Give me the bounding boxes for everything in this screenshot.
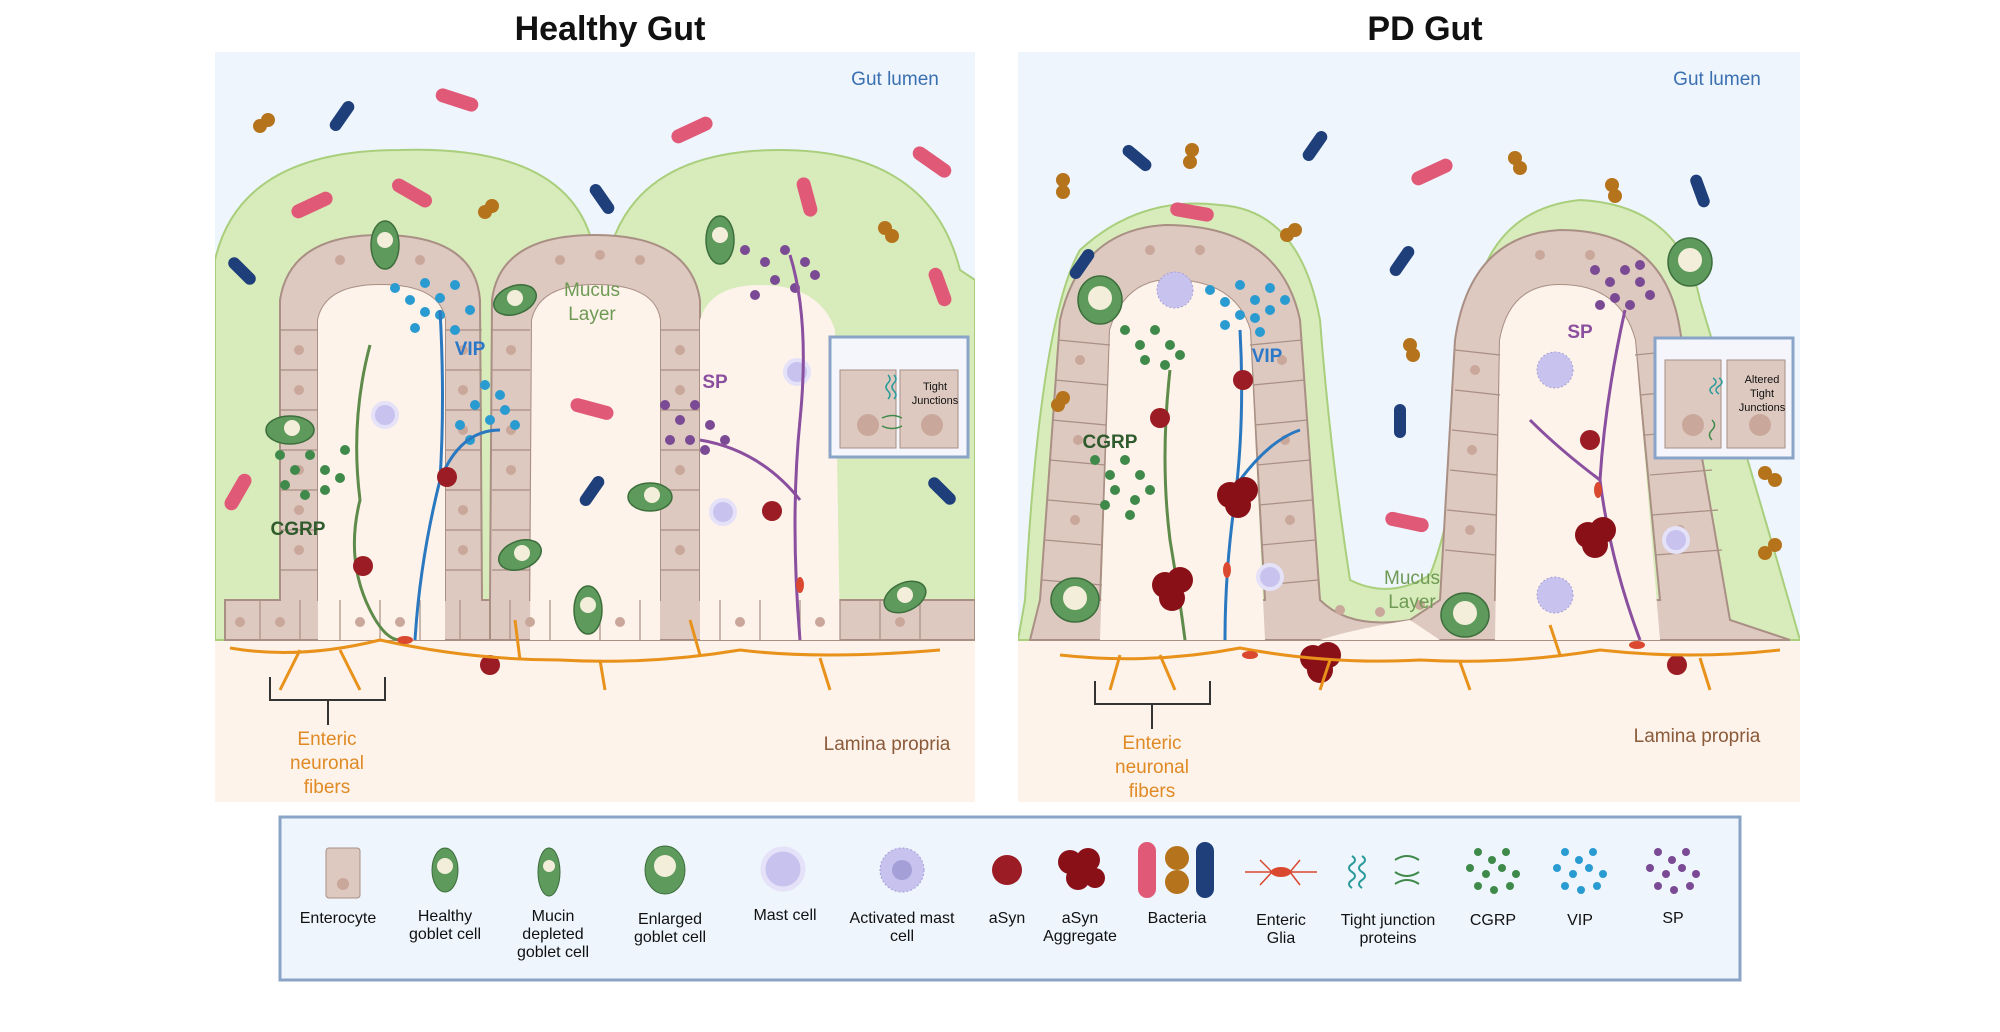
asyn-pd [1150, 370, 1687, 675]
inset-label-pd-1: Altered [1745, 374, 1780, 386]
legend-mucin-depleted-label-1: Mucin [532, 908, 575, 925]
legend-tight-junction-label-1: Tight junction [1341, 912, 1436, 929]
legend-enterocyte-label: Enterocyte [300, 910, 377, 927]
legend-healthy-goblet-icon [431, 847, 459, 893]
legend-vip-label: VIP [1567, 912, 1593, 929]
legend-tight-junction-label-2: proteins [1360, 930, 1417, 947]
lamina-inside-pd-left [1100, 280, 1265, 640]
enteric-fibers-bracket-pd [1094, 681, 1211, 729]
cgrp-dots-pd [1090, 325, 1185, 520]
legend-enterocyte-icon [325, 847, 361, 899]
legend-bacteria-icon [1138, 842, 1214, 898]
legend-cgrp-label: CGRP [1470, 912, 1516, 929]
enteric-fibers-label-2: neuronal [290, 753, 364, 774]
sp-dots-pd [1590, 260, 1655, 310]
enteric-fibers-label-3: fibers [304, 777, 350, 798]
pd-gut-title: PD Gut [1367, 10, 1482, 48]
legend-cgrp-icon [1466, 848, 1520, 894]
enteric-fibers-label-1: Enteric [297, 729, 356, 750]
lamina-inside-right-villus [530, 285, 660, 640]
lamina-propria-label: Lamina propria [824, 734, 951, 755]
vip-label: VIP [455, 339, 486, 360]
enteric-fibers-pd [1059, 624, 1781, 691]
legend-activated-mast-label-1: Activated mast [850, 910, 955, 927]
legend-asyn-icon [992, 855, 1022, 885]
asyn-healthy [353, 467, 782, 675]
inset-label-pd-3: Junctions [1739, 402, 1786, 414]
cgrp-label-pd: CGRP [1083, 432, 1138, 453]
healthy-gut-title: Healthy Gut [515, 10, 706, 48]
enteric-fibers-bracket [269, 677, 386, 725]
lamina-inside-far-right [700, 285, 840, 640]
legend-bacteria-label: Bacteria [1148, 910, 1207, 927]
inset-label-pd-2: Tight [1750, 388, 1774, 400]
legend-activated-mast-cell-icon [879, 847, 925, 893]
sp-label: SP [702, 372, 728, 393]
inset-label-1: Tight [923, 381, 947, 393]
vip-label-pd: VIP [1252, 346, 1283, 367]
legend-asyn-aggregate-label-1: aSyn [1062, 910, 1098, 927]
legend-mast-cell-label: Mast cell [753, 907, 816, 924]
legend-asyn-aggregate-label-2: Aggregate [1043, 928, 1117, 945]
goblet-cells-enlarged-pd [1050, 237, 1713, 638]
goblet-mucin-granules-pd [1063, 248, 1702, 625]
enteric-fibers-label-pd-1: Enteric [1122, 733, 1181, 754]
lamina-inside-left-villus [318, 285, 445, 640]
legend-mast-cell-icon [760, 846, 806, 892]
pd-gut-panel: PD Gut [1018, 10, 1800, 802]
lamina-between-pd [1320, 620, 1440, 640]
legend-mucin-depleted-label-2: depleted [522, 926, 583, 943]
lamina-propria-region [215, 640, 975, 802]
mucus-layer-label-pd-2: Layer [1388, 592, 1436, 613]
legend-activated-mast-label-2: cell [890, 928, 914, 945]
cgrp-dots-healthy [275, 445, 350, 500]
tight-junctions-inset: Tight Junctions [828, 335, 970, 459]
enteric-fibers-healthy [229, 619, 941, 691]
mucus-layer-label-2: Layer [568, 304, 616, 325]
gut-lumen-label-pd: Gut lumen [1673, 69, 1761, 90]
mucus-layer-label-pd-1: Mucus [1384, 568, 1440, 589]
legend-enlarged-goblet-icon [644, 845, 686, 895]
legend-mucin-depleted-goblet-icon [537, 847, 561, 897]
enterocyte-cells-healthy [259, 329, 921, 640]
legend-tight-junction-icon [1348, 855, 1420, 889]
altered-tight-junctions-inset: Altered Tight Junctions [1653, 336, 1795, 460]
legend-asyn-aggregate-icon [1058, 848, 1105, 890]
enteric-fibers-label-pd-3: fibers [1129, 781, 1175, 802]
legend-box [278, 815, 1742, 982]
legend-sp-label: SP [1662, 910, 1683, 927]
legend-healthy-goblet-label-2: goblet cell [409, 926, 481, 943]
vip-dots-pd [1205, 280, 1290, 337]
legend-enlarged-goblet-label-1: Enlarged [638, 911, 702, 928]
enteric-fibers-label-pd-2: neuronal [1115, 757, 1189, 778]
legend-enteric-glia-label-2: Glia [1267, 930, 1296, 947]
cgrp-label: CGRP [271, 519, 326, 540]
sp-dots-healthy [660, 245, 820, 455]
goblet-mucin-granules-healthy [284, 227, 913, 613]
legend-asyn-label: aSyn [989, 910, 1025, 927]
sp-label-pd: SP [1567, 322, 1593, 343]
asyn-aggregates-pd [1152, 477, 1616, 683]
lamina-propria-label-pd: Lamina propria [1634, 726, 1761, 747]
healthy-gut-panel: Healthy Gut [215, 10, 975, 802]
enteric-glia-pd [1223, 482, 1645, 659]
legend-healthy-goblet-label-1: Healthy [418, 908, 472, 925]
bacteria-pd [1051, 130, 1782, 560]
legend: Enterocyte Healthy goblet cell Mucin dep… [278, 815, 1742, 982]
gut-lumen-label: Gut lumen [851, 69, 939, 90]
enteric-glia-healthy [397, 577, 804, 644]
legend-mucin-depleted-label-3: goblet cell [517, 944, 589, 961]
legend-enteric-glia-icon [1245, 859, 1317, 886]
bacteria-healthy [224, 88, 956, 511]
legend-enlarged-goblet-label-2: goblet cell [634, 929, 706, 946]
legend-sp-icon [1646, 848, 1700, 894]
legend-enteric-glia-label-1: Enteric [1256, 912, 1306, 929]
mucus-layer-label-1: Mucus [564, 280, 620, 301]
inset-label-2: Junctions [912, 395, 959, 407]
legend-vip-icon [1553, 848, 1607, 894]
activated-mast-cells-pd [1156, 271, 1574, 614]
neurons-healthy [352, 254, 805, 642]
mast-cells-pd [1256, 526, 1690, 591]
